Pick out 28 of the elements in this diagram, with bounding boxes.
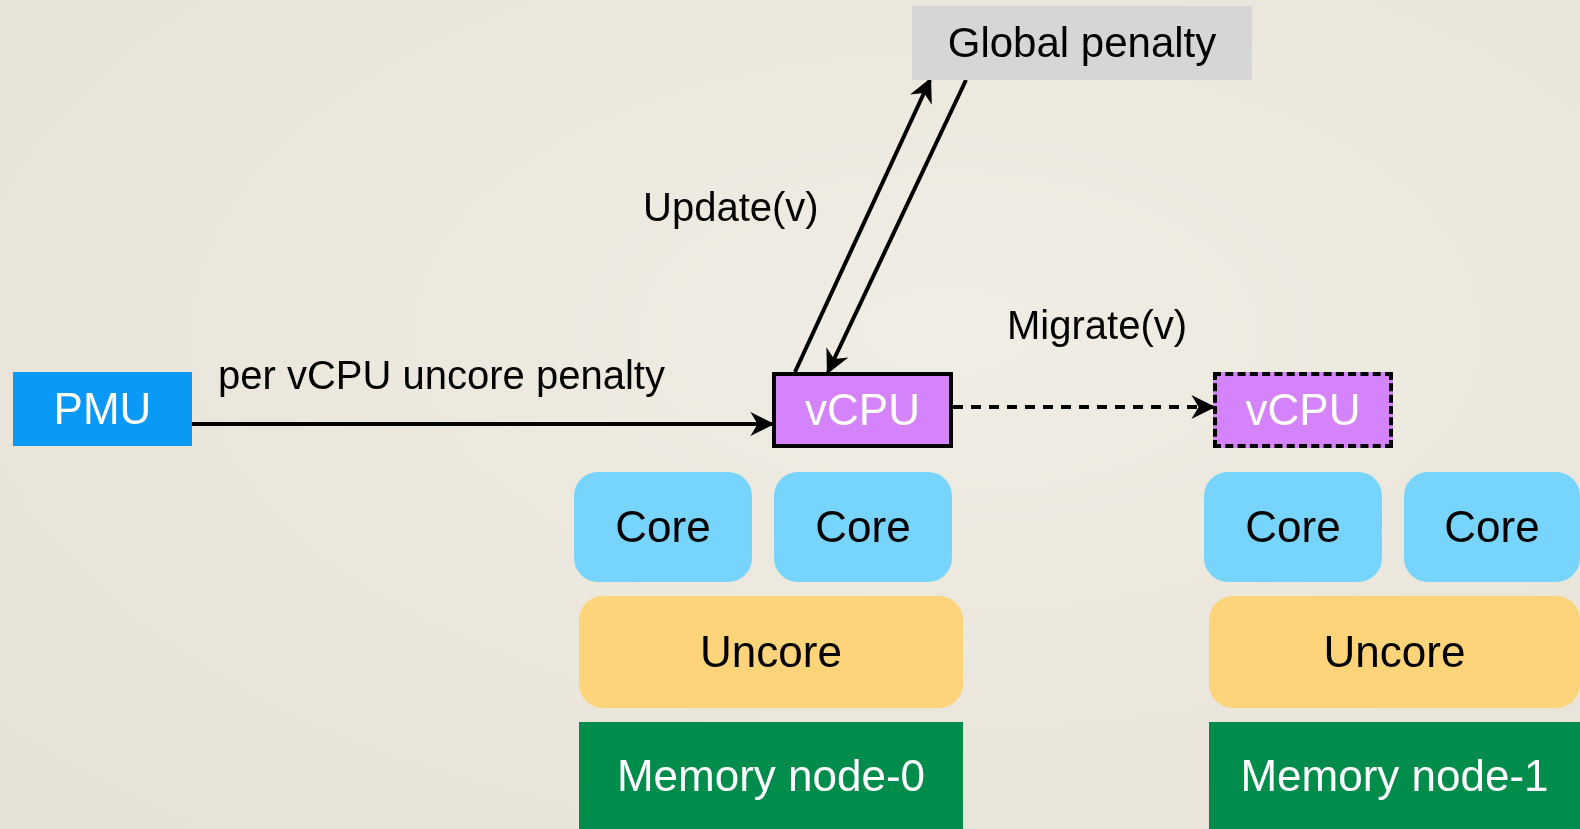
node-label: Core — [815, 502, 911, 552]
core-box — [574, 472, 752, 582]
node-label: Memory node-1 — [1240, 750, 1549, 801]
core-box — [1204, 472, 1382, 582]
memory-box — [579, 722, 963, 829]
unit-box — [13, 372, 192, 446]
vcpu-box — [772, 372, 953, 448]
node-label: Uncore — [1323, 627, 1466, 677]
uncore-box — [1209, 596, 1580, 708]
label-box — [912, 6, 1252, 80]
node-label: Core — [615, 502, 711, 552]
node-label: Core — [1245, 502, 1341, 552]
edge-label: per vCPU uncore penalty — [218, 355, 665, 395]
core-box — [774, 472, 952, 582]
node-label: vCPU — [805, 385, 920, 435]
node-label: vCPU — [1245, 385, 1361, 435]
node-label: Uncore — [700, 627, 842, 677]
node-label: Core — [1444, 502, 1540, 552]
vcpu-box — [1213, 372, 1393, 448]
edge-label: Migrate(v) — [1007, 305, 1188, 345]
node-label: Memory node-0 — [616, 750, 926, 801]
uncore-box — [579, 596, 963, 708]
node-label: PMU — [53, 384, 152, 434]
arrow — [826, 79, 968, 375]
core-box — [1404, 472, 1580, 582]
memory-box — [1209, 722, 1580, 829]
node-label: Global penalty — [947, 19, 1217, 67]
edge-label: Update(v) — [643, 187, 819, 227]
